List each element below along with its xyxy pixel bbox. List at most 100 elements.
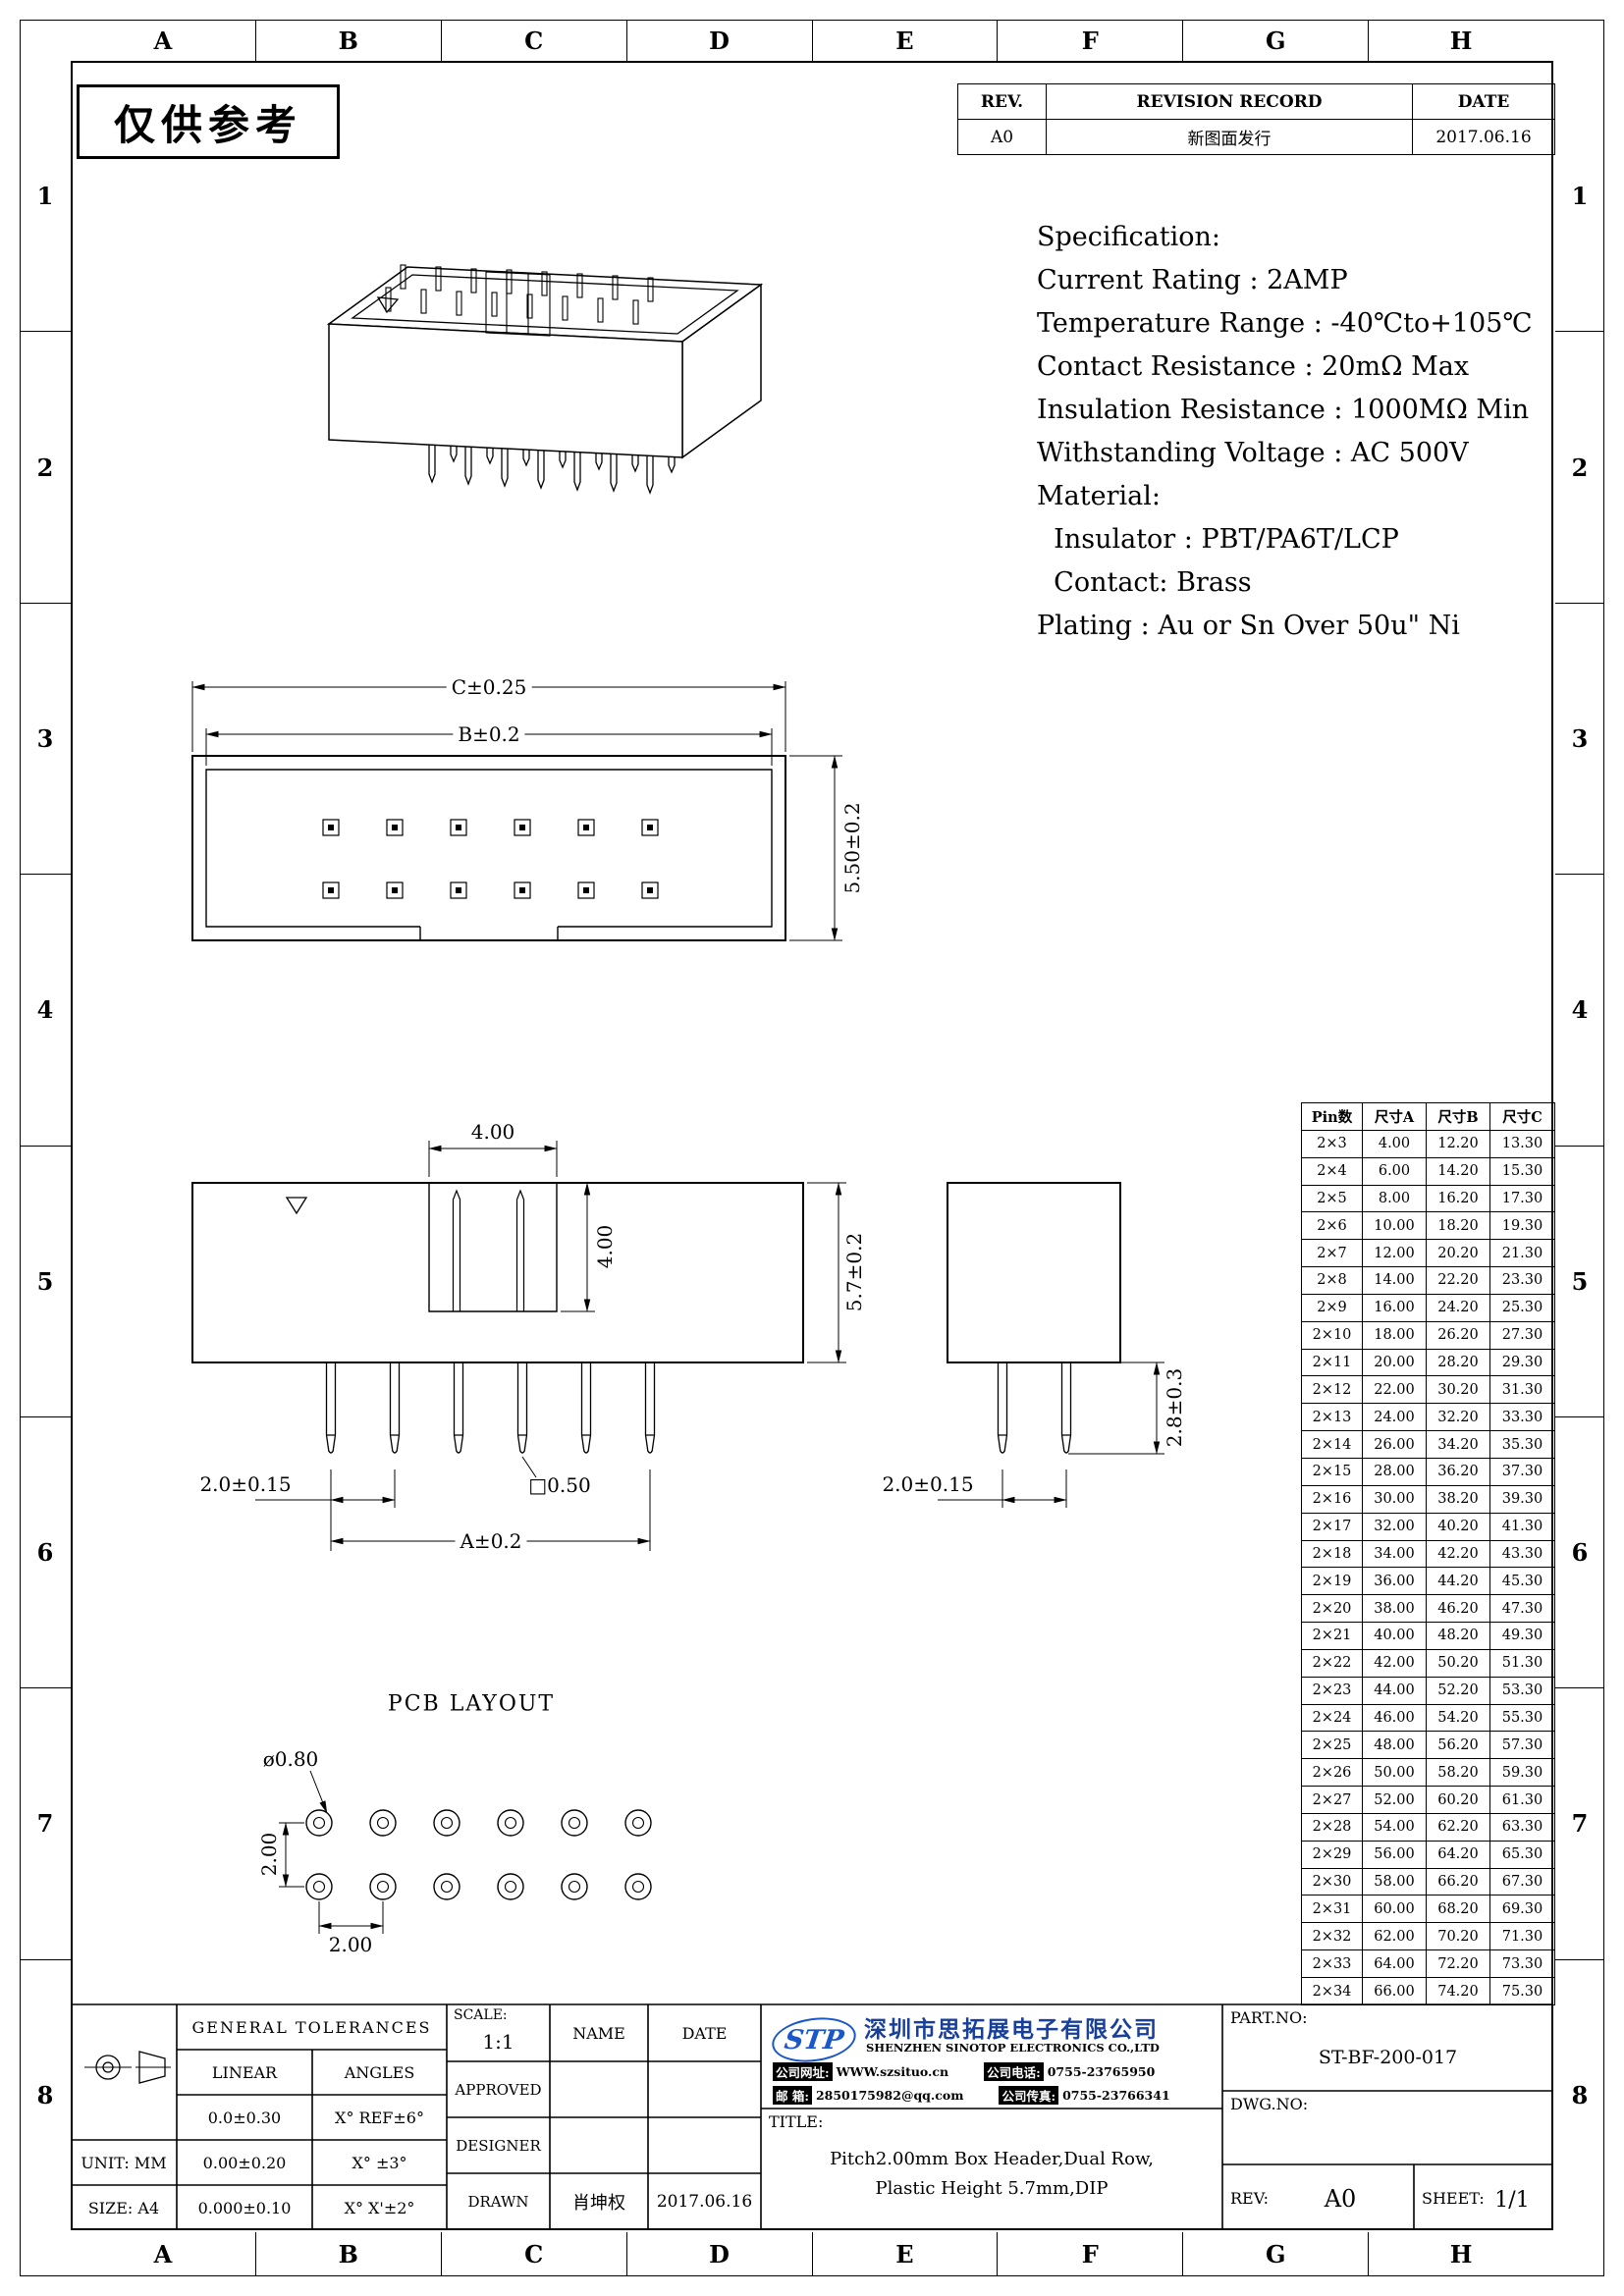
table-cell: 53.30 xyxy=(1489,1676,1555,1705)
pin-count-header: Pin数 xyxy=(1301,1102,1363,1131)
table-cell: 30.20 xyxy=(1426,1375,1490,1405)
website-value: WWW.szsituo.cn xyxy=(836,2064,949,2079)
approved-label: APPROVED xyxy=(455,2080,542,2099)
dim-label-a: A±0.2 xyxy=(455,1529,527,1553)
table-cell: 63.30 xyxy=(1489,1812,1555,1842)
list-item: 4 xyxy=(20,874,71,1145)
list-item: 2 xyxy=(20,331,71,602)
title-label: TITLE: xyxy=(769,2112,824,2131)
table-cell: 67.30 xyxy=(1489,1867,1555,1896)
fax-value: 0755-23766341 xyxy=(1062,2088,1170,2103)
table-cell: 47.30 xyxy=(1489,1594,1555,1624)
company-name-cn: 深圳市思拓展电子有限公司 xyxy=(864,2016,1159,2043)
table-cell: 32.00 xyxy=(1362,1512,1427,1541)
table-cell: X° ±3° xyxy=(352,2153,407,2172)
name-header: NAME xyxy=(572,2023,625,2043)
unit-label: UNIT: MM xyxy=(81,2153,167,2172)
table-cell: 10.00 xyxy=(1362,1211,1427,1241)
company-logo-text: STP xyxy=(782,2024,846,2056)
size-label: SIZE: A4 xyxy=(87,2198,160,2217)
table-cell: 16.20 xyxy=(1426,1184,1490,1213)
drawing-title-line1: Pitch2.00mm Box Header,Dual Row, xyxy=(830,2148,1154,2169)
table-cell: 18.00 xyxy=(1362,1320,1427,1350)
table-cell: 69.30 xyxy=(1489,1895,1555,1924)
table-cell: 6.00 xyxy=(1362,1156,1427,1186)
table-cell: 45.30 xyxy=(1489,1567,1555,1596)
list-item: 6 xyxy=(1555,1415,1604,1687)
dim-label-pin-length: 2.8±0.3 xyxy=(1163,1367,1186,1448)
table-cell: 35.30 xyxy=(1489,1430,1555,1459)
title-block-grid xyxy=(71,2003,1553,2230)
table-cell: 60.20 xyxy=(1426,1786,1490,1814)
fax-label: 公司传真: xyxy=(999,2086,1059,2105)
table-cell: 34.00 xyxy=(1362,1539,1427,1569)
table-cell: 58.20 xyxy=(1426,1758,1490,1788)
table-cell: 40.20 xyxy=(1426,1512,1490,1541)
list-item: 8 xyxy=(20,1958,71,2230)
angles-header: ANGLES xyxy=(344,2062,415,2082)
table-cell: 2×19 xyxy=(1301,1567,1363,1596)
table-cell: 16.00 xyxy=(1362,1293,1427,1322)
list-item: 5 xyxy=(1555,1145,1604,1416)
table-cell: 59.30 xyxy=(1489,1758,1555,1788)
table-cell: 34.20 xyxy=(1426,1430,1490,1459)
table-cell: 新图面发行 xyxy=(1046,119,1413,155)
table-cell: 2×14 xyxy=(1301,1430,1363,1459)
table-cell: 37.30 xyxy=(1489,1457,1555,1486)
table-cell: 64.20 xyxy=(1426,1840,1490,1869)
table-cell: 23.30 xyxy=(1489,1266,1555,1295)
projection-symbol-icon xyxy=(84,2051,171,2084)
list-item: C xyxy=(440,2232,626,2276)
dim-label-pitch-side: 2.0±0.15 xyxy=(199,1472,292,1496)
table-cell: 46.20 xyxy=(1426,1594,1490,1624)
dwg-no-label: DWG.NO: xyxy=(1230,2095,1309,2113)
drawn-label: DRAWN xyxy=(467,2193,529,2211)
list-item: C xyxy=(440,20,626,61)
table-cell: 33.30 xyxy=(1489,1403,1555,1432)
scale-label: SCALE: xyxy=(454,2007,508,2023)
table-cell: 39.30 xyxy=(1489,1484,1555,1514)
table-cell: 48.00 xyxy=(1362,1731,1427,1760)
list-item: 6 xyxy=(20,1415,71,1687)
table-cell: 2×21 xyxy=(1301,1622,1363,1650)
table-cell: 44.20 xyxy=(1426,1567,1490,1596)
table-cell: 12.20 xyxy=(1426,1129,1490,1158)
date-header: DATE xyxy=(1412,83,1555,120)
table-cell: 24.00 xyxy=(1362,1403,1427,1432)
email-label: 邮 箱: xyxy=(773,2086,812,2105)
table-cell: 17.30 xyxy=(1489,1184,1555,1213)
pin-table-header: Pin数 尺寸A 尺寸B 尺寸C xyxy=(1301,1102,1555,1131)
table-cell: 2×5 xyxy=(1301,1184,1363,1213)
list-item: 8 xyxy=(1555,1958,1604,2230)
list-item: H xyxy=(1368,2232,1553,2276)
list-item: B xyxy=(254,2232,441,2276)
list-item: 2 xyxy=(1555,331,1604,602)
table-cell: 2×30 xyxy=(1301,1867,1363,1896)
table-cell: 50.20 xyxy=(1426,1648,1490,1678)
table-cell: 65.30 xyxy=(1489,1840,1555,1869)
table-cell: 28.20 xyxy=(1426,1348,1490,1377)
table-cell: 55.30 xyxy=(1489,1703,1555,1733)
table-cell: 75.30 xyxy=(1489,1977,1555,2005)
table-cell: 52.00 xyxy=(1362,1786,1427,1814)
